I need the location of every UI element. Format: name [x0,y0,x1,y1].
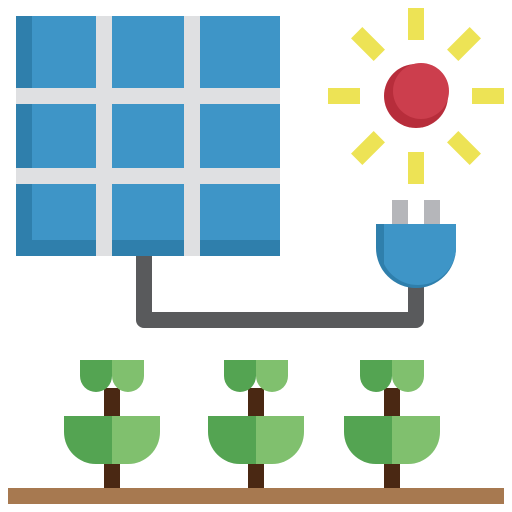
plant-icon [64,360,160,488]
plug-prong [424,200,440,228]
plant-leaf-top-right [112,360,144,392]
plant-leaf-top-left [224,360,256,392]
sun-icon [328,8,504,184]
plug-prong [392,200,408,228]
plug-body [384,224,456,286]
panel-cell-shade [200,240,280,256]
plant-leaf-right [392,416,440,464]
plant-leaf-top-left [360,360,392,392]
ground [8,488,504,504]
plant-leaf-left [344,416,392,464]
panel-cell-shade [16,240,96,256]
panel-cell-shade [16,16,32,88]
panel-cell [112,104,184,168]
plant-leaf-top-left [80,360,112,392]
plug-icon [376,200,456,288]
panel-cell [200,104,280,168]
plants-group [64,360,440,488]
sun-ray [328,88,360,104]
panel-cell [112,16,184,88]
panel-cell-shade [112,240,184,256]
sun-ray [408,152,424,184]
plant-icon [344,360,440,488]
sun-ray [351,131,385,165]
panel-cell-shade [16,104,32,168]
panel-cell-shade [16,184,32,256]
plant-leaf-right [256,416,304,464]
plant-icon [208,360,304,488]
sun-ray [351,27,385,61]
solar-panel-icon [16,16,280,256]
sun-ray [408,8,424,40]
sun-ray [472,88,504,104]
cable [136,248,424,328]
plant-leaf-top-right [392,360,424,392]
sun-disc [393,63,449,119]
plant-leaf-left [64,416,112,464]
sun-ray [447,131,481,165]
panel-cell [200,16,280,88]
sun-ray [447,27,481,61]
plant-leaf-right [112,416,160,464]
plant-leaf-left [208,416,256,464]
plant-leaf-top-right [256,360,288,392]
